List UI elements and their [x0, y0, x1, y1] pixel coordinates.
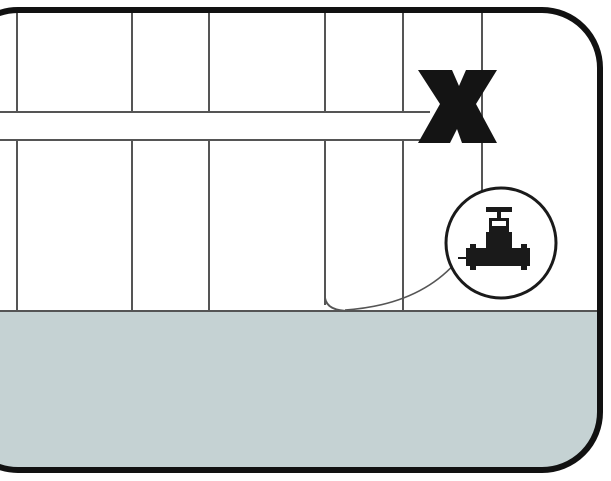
valve-flange-right [521, 244, 527, 270]
valve-flange-left [470, 244, 476, 270]
x-mark-icon: X [418, 70, 497, 143]
connector-line [344, 259, 459, 311]
valve-handle [486, 207, 512, 212]
valve-pipe [466, 248, 530, 266]
valve-stem [497, 211, 501, 219]
horizontal-pipe [0, 111, 430, 141]
pipe-body [0, 112, 430, 140]
valve-icon [444, 186, 558, 300]
divider-curve [324, 297, 351, 312]
frame-border [0, 7, 603, 473]
valve-body [486, 232, 512, 252]
vertical-dividers [16, 10, 483, 311]
water-area [0, 311, 600, 470]
valve-bonnet-detail [492, 221, 506, 226]
